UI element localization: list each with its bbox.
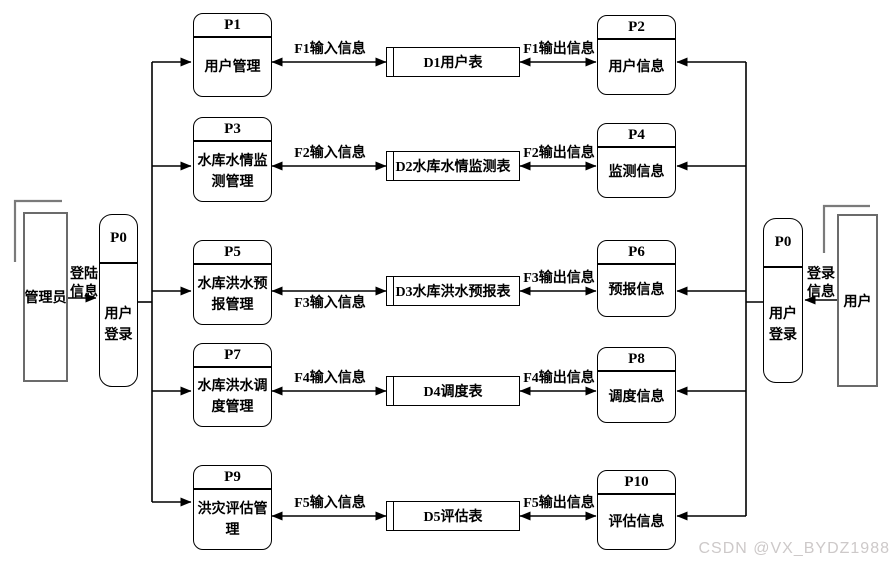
process-p8: P8 调度信息 (597, 347, 676, 423)
process-id: P3 (194, 118, 271, 142)
watermark: CSDN @VX_BYDZ1988 (698, 540, 890, 557)
process-id: P7 (194, 344, 271, 368)
flow-label-f4-output: F4输出信息 (523, 371, 595, 386)
flow-label-f2-output: F2输出信息 (523, 146, 595, 161)
process-label: 预报信息 (608, 283, 665, 298)
datastore-left-line (393, 48, 394, 76)
process-label: 用户信息 (608, 59, 665, 75)
datastore-d4: D4调度表 (386, 376, 520, 406)
admin-entity-bracket (13, 199, 62, 262)
process-id: P8 (598, 348, 675, 372)
process-label: 评估信息 (608, 514, 665, 530)
flow-label-f3-output: F3输出信息 (523, 271, 595, 286)
flow-label-f5-input: F5输入信息 (294, 496, 366, 511)
process-label: 水库洪水预报管理 (197, 276, 268, 313)
process-p3: P3 水库水情监测管理 (193, 117, 272, 202)
process-label: 用户登录 (769, 307, 797, 343)
datastore-d1: D1用户表 (386, 47, 520, 77)
flow-label-f5-output: F5输出信息 (523, 496, 595, 511)
process-id: P6 (598, 241, 675, 265)
process-p7: P7 水库洪水调度管理 (193, 343, 272, 427)
datastore-label: D4调度表 (423, 385, 483, 400)
process-p2: P2 用户信息 (597, 15, 676, 95)
process-id: P10 (598, 471, 675, 495)
process-id: P0 (764, 219, 802, 268)
entity-admin: 管理员 (23, 212, 68, 382)
process-p0-left: P0 用户登录 (99, 214, 138, 387)
flow-label-f1-output: F1输出信息 (523, 42, 595, 57)
flow-label-user-login: 登录信息 (807, 267, 835, 300)
process-id: P9 (194, 466, 271, 490)
process-id: P2 (598, 16, 675, 40)
process-p5: P5 水库洪水预报管理 (193, 240, 272, 325)
process-label: 用户管理 (204, 59, 261, 75)
entity-user-label: 用户 (843, 294, 872, 310)
process-p0-right: P0 用户登录 (763, 218, 803, 383)
process-p4: P4 监测信息 (597, 123, 676, 198)
process-label: 洪灾评估管理 (197, 501, 268, 538)
flow-label-f4-input: F4输入信息 (294, 371, 366, 386)
flow-label-admin-login: 登陆信息 (70, 267, 98, 300)
process-label: 水库洪水调度管理 (197, 379, 268, 415)
process-p9: P9 洪灾评估管理 (193, 465, 272, 550)
flow-label-f3-input: F3输入信息 (294, 296, 366, 311)
datastore-d5: D5评估表 (386, 501, 520, 531)
process-p6: P6 预报信息 (597, 240, 676, 317)
process-p1: P1 用户管理 (193, 13, 272, 97)
flow-label-f2-input: F2输入信息 (294, 146, 366, 161)
datastore-label: D3水库洪水预报表 (395, 285, 511, 300)
process-label: 调度信息 (608, 389, 665, 405)
datastore-label: D1用户表 (423, 56, 483, 71)
datastore-left-line (393, 502, 394, 530)
process-id: P0 (100, 215, 137, 264)
datastore-left-line (393, 152, 394, 180)
process-id: P4 (598, 124, 675, 148)
flow-label-f1-input: F1输入信息 (294, 42, 366, 57)
datastore-d2: D2水库水情监测表 (386, 151, 520, 181)
entity-user: 用户 (837, 214, 878, 387)
process-id: P1 (194, 14, 271, 38)
datastore-left-line (393, 277, 394, 305)
process-p10: P10 评估信息 (597, 470, 676, 550)
process-label: 监测信息 (608, 165, 665, 180)
datastore-left-line (393, 377, 394, 405)
entity-admin-label: 管理员 (24, 291, 67, 306)
datastore-label: D2水库水情监测表 (395, 160, 511, 175)
datastore-label: D5评估表 (423, 510, 483, 525)
process-label: 水库水情监测管理 (197, 153, 268, 190)
datastore-d3: D3水库洪水预报表 (386, 276, 520, 306)
process-label: 用户登录 (104, 307, 133, 343)
process-id: P5 (194, 241, 271, 265)
user-entity-bracket (822, 204, 870, 253)
